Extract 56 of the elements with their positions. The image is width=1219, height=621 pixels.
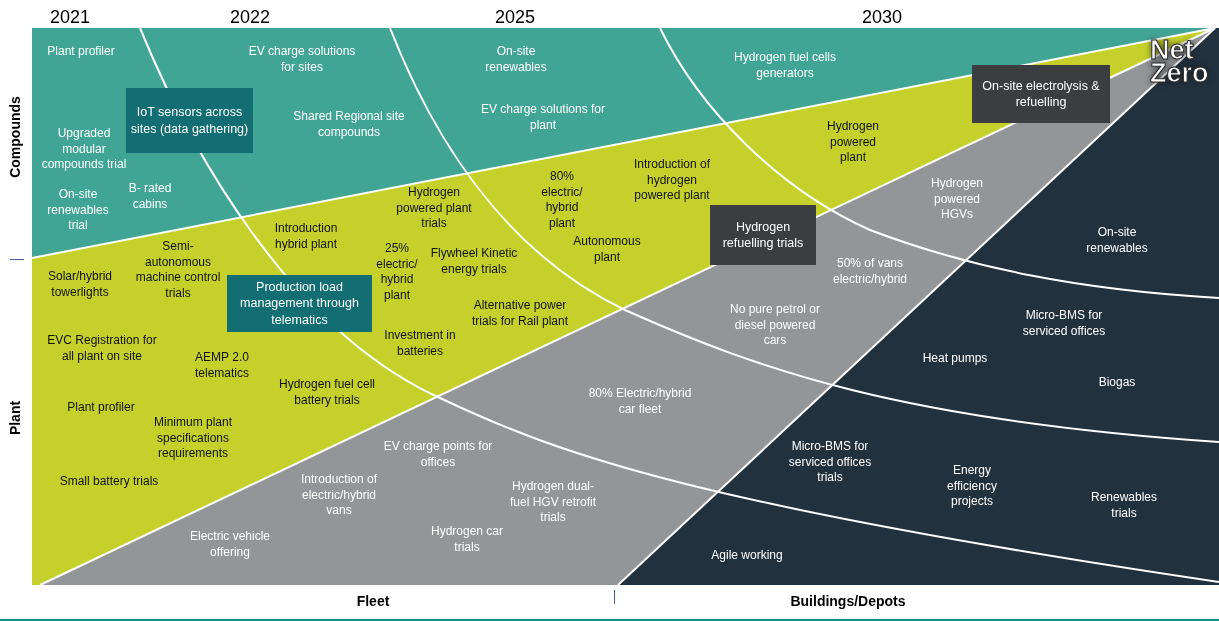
initiative-text: Introduction of electric/hybrid vans: [299, 471, 379, 519]
initiative-text: Hydrogen fuel cell battery trials: [277, 377, 377, 409]
initiative-text: On-site renewables: [484, 44, 548, 76]
initiative-text: Minimum plant specifications requirements: [153, 414, 233, 462]
milestone-box: On-site electrolysis & refuelling: [972, 65, 1110, 123]
initiative-text: Hydrogen fuel cells generators: [732, 50, 838, 82]
initiative-text: Agile working: [710, 548, 784, 564]
axis-label: Plant: [5, 400, 24, 436]
initiative-text: No pure petrol or diesel powered cars: [728, 301, 821, 349]
axis-label: Buildings/Depots: [789, 591, 907, 611]
milestone-box: Production load management through telematics: [227, 275, 372, 332]
initiative-text: Investment in batteries: [383, 328, 457, 360]
axis-label: Fleet: [355, 591, 391, 611]
initiative-text: EV charge points for offices: [382, 439, 494, 471]
year-label: 2021: [48, 5, 91, 29]
initiative-text: Hydrogen dual- fuel HGV retrofit trials: [509, 478, 597, 526]
initiative-text: 50% of vans electric/hybrid: [832, 256, 908, 288]
initiative-text: Alternative power trials for Rail plant: [470, 298, 569, 330]
initiative-text: 25% electric/ hybrid plant: [375, 240, 419, 304]
initiative-text: Micro-BMS for serviced offices: [1021, 308, 1107, 340]
year-label: 2025: [493, 5, 536, 29]
initiative-text: Plant profiler: [66, 400, 136, 416]
initiative-text: Flywheel Kinetic energy trials: [429, 246, 519, 278]
initiative-text: EV charge solutions for sites: [247, 44, 357, 76]
initiative-text: Electric vehicle offering: [189, 529, 271, 561]
initiative-text: Introduction hybrid plant: [273, 221, 339, 253]
initiative-text: 80% Electric/hybrid car fleet: [587, 386, 693, 418]
axis-label: Compounds: [5, 96, 24, 178]
initiative-text: B- rated cabins: [127, 181, 173, 213]
initiative-text: Renewables trials: [1089, 490, 1158, 522]
initiative-text: On-site renewables trial: [46, 186, 110, 234]
initiative-text: Plant profiler: [46, 44, 116, 60]
initiative-text: Hydrogen powered plant trials: [395, 184, 473, 232]
initiative-text: Autonomous plant: [572, 234, 642, 266]
initiative-text: AEMP 2.0 telematics: [194, 350, 250, 382]
initiative-text: Micro-BMS for serviced offices trials: [787, 438, 873, 486]
initiative-text: Solar/hybrid towerlights: [47, 269, 113, 301]
year-label: 2030: [860, 5, 903, 29]
initiative-text: Biogas: [1097, 375, 1137, 391]
initiative-text: Small battery trials: [58, 474, 160, 490]
initiative-text: 80% electric/ hybrid plant: [540, 168, 584, 232]
initiative-text: Hydrogen powered plant: [826, 118, 880, 166]
initiative-text: Heat pumps: [921, 351, 989, 367]
initiative-text: Shared Regional site compounds: [292, 109, 406, 141]
milestone-box: Hydrogen refuelling trials: [710, 205, 816, 265]
initiative-text: EV charge solutions for plant: [479, 102, 607, 134]
year-label: 2022: [228, 5, 271, 29]
initiative-text: Introduction of hydrogen powered plant: [632, 156, 712, 204]
initiative-text: Hydrogen powered HGVs: [930, 175, 984, 223]
initiative-text: EVC Registration for all plant on site: [46, 333, 158, 365]
initiative-text: Hydrogen car trials: [429, 524, 504, 556]
initiative-text: Upgraded modular compounds trial: [40, 125, 128, 173]
initiative-text: On-site renewables: [1085, 225, 1149, 257]
milestone-box: IoT sensors across sites (data gathering): [126, 88, 253, 153]
initiative-text: Semi- autonomous machine control trials: [134, 238, 222, 302]
initiative-text: Energy efficiency projects: [946, 462, 998, 510]
